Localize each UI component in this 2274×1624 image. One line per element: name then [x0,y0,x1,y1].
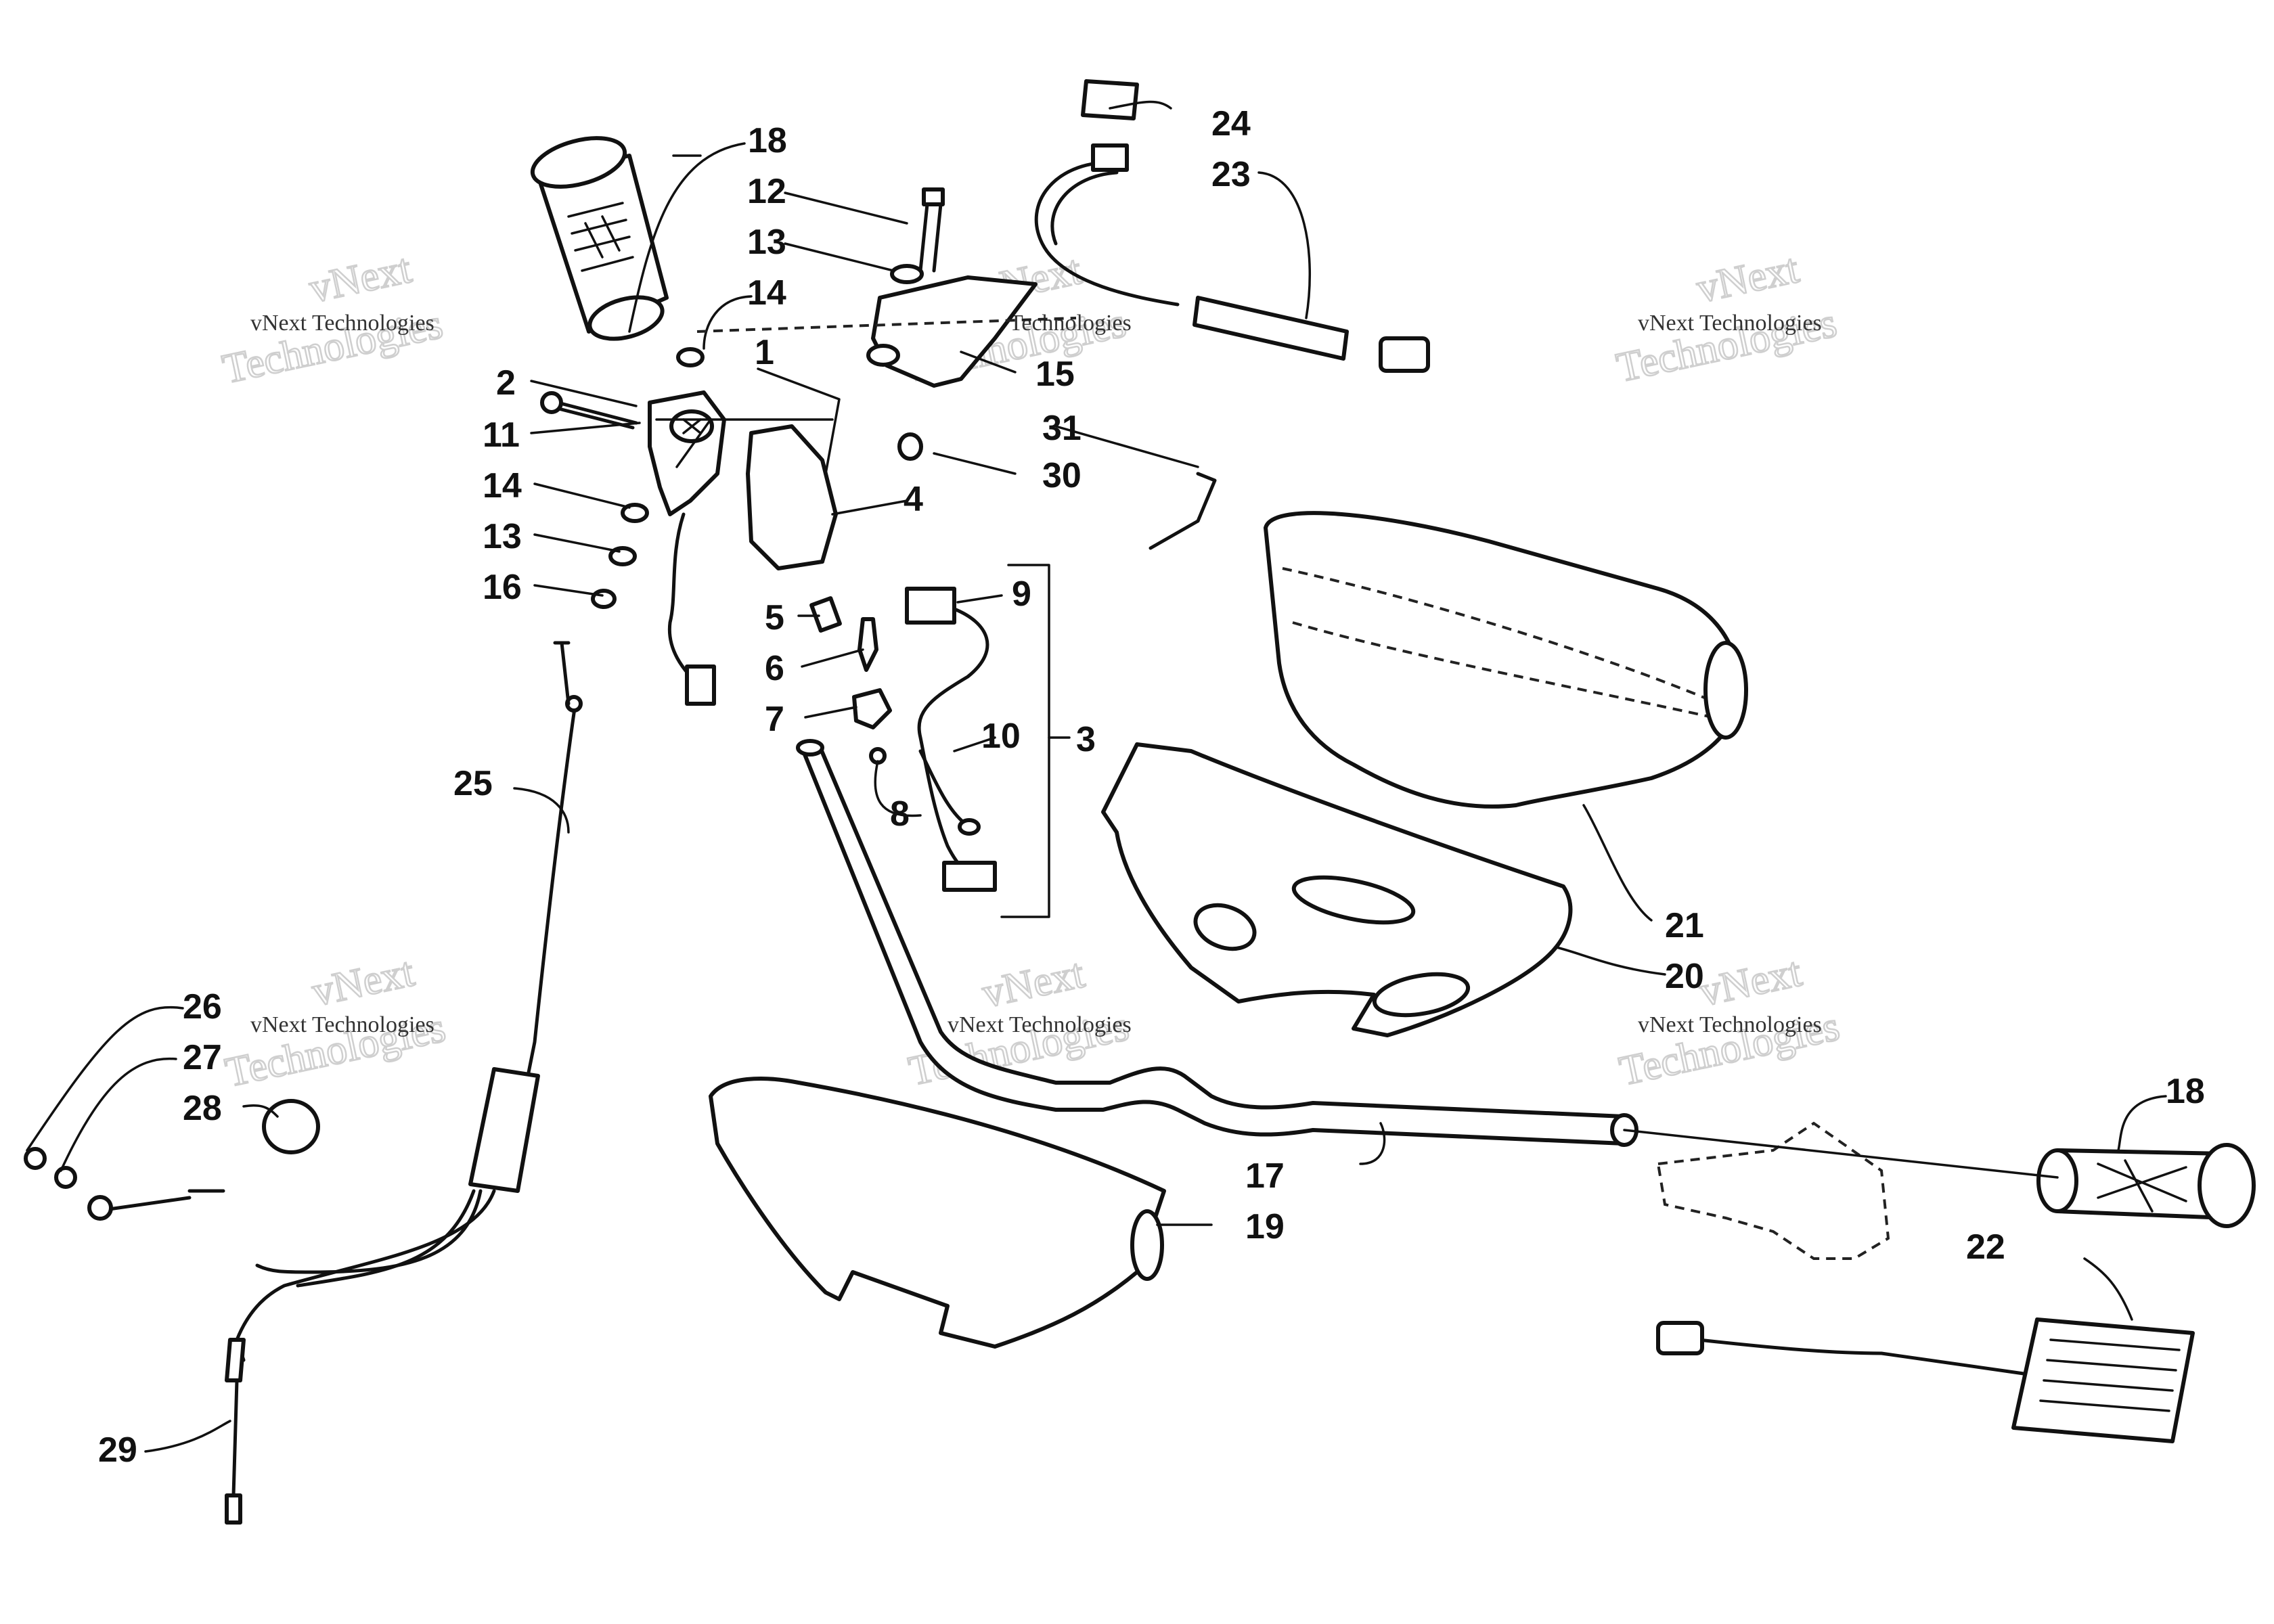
callout-30: 30 [1042,456,1082,495]
washer [676,347,705,367]
heater-wire [1034,143,1430,373]
callout-17: 17 [1245,1156,1285,1196]
housing-wire [667,512,699,685]
svg-text:vNext: vNext [305,246,415,312]
throttle-cable [225,641,583,1525]
crossbar-pad [709,1077,1166,1349]
callout-9: 9 [1012,574,1031,614]
callout-26: 26 [183,987,222,1027]
watermark-text: vNext Technologies [1638,311,1822,336]
clip [1149,472,1217,550]
housing-cover [746,424,838,570]
switch-bracket [852,688,892,729]
left-grip [530,136,669,341]
callout-11: 11 [483,415,520,455]
callout-25: 25 [453,764,493,803]
bolt [918,187,945,273]
switch-harness [917,607,990,888]
callout-16: 16 [483,568,522,607]
right-control-housing-outline [1656,1121,1890,1260]
leader-lines [26,100,2167,1453]
callout-7: 7 [765,700,784,739]
watermark-text: vNext Technologies [948,1012,1132,1037]
callout-21: 21 [1665,906,1704,945]
washer [890,264,924,284]
right-grip [2036,1143,2256,1228]
callout-29: 29 [98,1430,137,1470]
svg-text:vNext: vNext [1695,949,1805,1015]
adhesive-pad [1081,79,1139,120]
callout-14-top: 14 [747,273,786,313]
kill-switch [905,587,956,625]
nut [897,432,923,461]
pivot-hole [866,344,900,367]
watermark-text: vNext Technologies [250,1012,434,1037]
ring-terminal [958,818,981,836]
svg-text:vNext: vNext [978,950,1088,1016]
callout-19: 19 [1245,1207,1285,1246]
callout-6: 6 [765,649,784,688]
callout-31: 31 [1042,409,1082,448]
wire-connector [685,664,716,706]
callout-15: 15 [1035,355,1075,394]
spring-clip [857,617,878,672]
washer [54,1166,77,1189]
callout-4: 4 [904,480,923,519]
handlebar-pad-cover [1264,511,1748,809]
washer [621,503,649,523]
callout-13-bottom: 13 [483,517,522,556]
callout-24: 24 [1211,104,1251,143]
callout-18-right: 18 [2166,1072,2205,1111]
callout-5: 5 [765,598,784,637]
callout-10: 10 [981,717,1021,756]
svg-text:vNext: vNext [308,949,418,1015]
callout-13-top: 13 [747,223,786,262]
callout-22: 22 [1966,1227,2005,1267]
watermark-text: vNext Technologies [250,311,434,336]
callout-3: 3 [1076,720,1096,759]
callout-12: 12 [747,172,786,211]
callout-2: 2 [496,363,516,403]
callout-8: 8 [890,794,910,834]
svg-text:vNext: vNext [1693,246,1802,312]
watermark-text: vNext Technologies [1638,1012,1822,1037]
grip-heater-element [1656,1317,2195,1443]
callout-27: 27 [183,1038,222,1077]
washer [24,1147,47,1170]
callout-23: 23 [1211,155,1251,194]
plunger [809,596,842,633]
callout-1: 1 [755,333,774,372]
ground-wire [918,749,970,828]
washer [608,546,637,566]
callout-28: 28 [183,1089,222,1128]
switch-connector [942,861,997,892]
cable-end [93,1189,225,1213]
callout-14-bottom: 14 [483,466,522,505]
callout-labels: 18 12 13 14 1 2 11 14 13 16 5 6 7 8 9 10… [98,104,2205,1470]
washer [591,589,617,609]
callout-20: 20 [1665,957,1704,996]
callout-18-left: 18 [748,121,787,160]
cable-clamp [262,1099,320,1154]
handlebar-foam-pad [1101,742,1573,1037]
